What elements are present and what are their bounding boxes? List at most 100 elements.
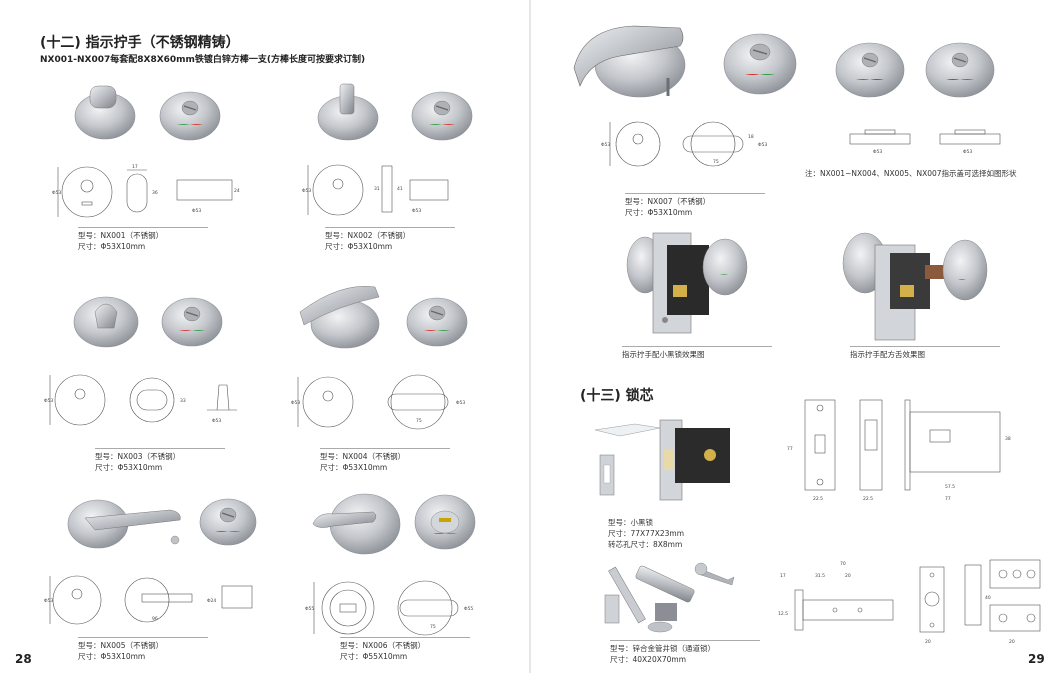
svg-text:24: 24	[234, 188, 240, 194]
svg-text:Φ53: Φ53	[44, 398, 53, 404]
nx004-drawing: Φ53 75 Φ53	[291, 374, 465, 430]
nx007-size: 尺寸：Φ53X10mm	[625, 208, 693, 217]
zinc-pipe-lock-photo	[604, 562, 735, 633]
nx002-model: 型号：NX002（不锈钢）	[325, 231, 411, 240]
svg-text:Φ24: Φ24	[207, 598, 216, 604]
svg-text:57.5: 57.5	[945, 484, 955, 490]
svg-text:77: 77	[945, 496, 951, 502]
svg-text:Φ53: Φ53	[456, 400, 465, 406]
nx005-size: 尺寸：Φ53X10mm	[78, 652, 146, 661]
effect-caption-2-text: 指示拧手配方舌效果图	[850, 350, 925, 359]
svg-text:40: 40	[985, 595, 991, 601]
left-page: (十二) 指示拧手（不锈钢精铸） NX001-NX007每套配8X8X60mm铁…	[15, 35, 476, 666]
svg-text:41: 41	[397, 186, 403, 192]
page-number-right: 29	[1028, 652, 1045, 666]
page-number-left: 28	[15, 652, 32, 666]
effect-caption-1-text: 指示拧手配小黑锁效果图	[622, 350, 705, 359]
nx002-photo	[317, 83, 473, 141]
effect-photo-square-latch	[842, 232, 988, 341]
nx003-caption: 型号：NX003（不锈钢） 尺寸：Φ53X10mm	[95, 448, 225, 473]
svg-text:75: 75	[713, 159, 719, 165]
svg-text:17: 17	[780, 573, 786, 579]
small-black-lock-size: 尺寸：77X77X23mm	[608, 529, 685, 538]
indicator-note: 注：NX001~NX004、NX005、NX007指示盖可选择如图形状	[805, 169, 1017, 178]
svg-text:12.5: 12.5	[778, 611, 788, 617]
nx001-drawing: Φ53 17 36 Φ53 24	[52, 164, 240, 218]
svg-text:96: 96	[152, 616, 158, 622]
nx006-drawing: Φ55 75 Φ55	[305, 580, 473, 636]
svg-text:Φ53: Φ53	[601, 142, 610, 148]
svg-text:36: 36	[152, 190, 158, 196]
nx007-caption: 型号：NX007（不锈钢） 尺寸：Φ53X10mm	[625, 193, 765, 218]
svg-text:18: 18	[748, 134, 754, 140]
svg-text:Φ53: Φ53	[52, 190, 61, 196]
svg-text:Φ53: Φ53	[192, 208, 201, 214]
nx001-size: 尺寸：Φ53X10mm	[78, 242, 146, 251]
nx006-model: 型号：NX006（不锈钢）	[340, 641, 426, 650]
nx003-photo	[73, 296, 223, 348]
nx006-photo	[312, 493, 476, 555]
nx004-photo	[299, 286, 468, 349]
svg-text:Φ53: Φ53	[873, 149, 882, 155]
nx004-model: 型号：NX004（不锈钢）	[320, 452, 406, 461]
effect-caption-1: 指示拧手配小黑锁效果图	[622, 346, 772, 360]
nx002-drawing: Φ53 31 41 Φ53	[302, 164, 449, 216]
zinc-pipe-lock-size: 尺寸：40X20X70mm	[610, 655, 687, 664]
small-black-lock-drawing: 77 22.5 22.5 57.5 77 38	[787, 399, 1011, 502]
effect-caption-2: 指示拧手配方舌效果图	[850, 346, 1000, 360]
nx002-caption: 型号：NX002（不锈钢） 尺寸：Φ53X10mm	[325, 227, 455, 252]
svg-text:77: 77	[787, 446, 793, 452]
nx003-model: 型号：NX003（不锈钢）	[95, 452, 181, 461]
nx005-photo	[67, 498, 257, 549]
nx004-caption: 型号：NX004（不锈钢） 尺寸：Φ53X10mm	[320, 448, 450, 473]
nx003-drawing: Φ53 33 Φ53	[44, 374, 237, 426]
svg-text:33: 33	[180, 398, 186, 404]
svg-text:20: 20	[925, 639, 931, 645]
svg-text:Φ55: Φ55	[305, 606, 314, 612]
nx004-size: 尺寸：Φ53X10mm	[320, 463, 388, 472]
nx006-size: 尺寸：Φ55X10mm	[340, 652, 408, 661]
svg-text:31: 31	[374, 186, 380, 192]
nx001-photo	[74, 85, 221, 141]
nx001-model: 型号：NX001（不锈钢）	[78, 231, 164, 240]
nx001-caption: 型号：NX001（不锈钢） 尺寸：Φ53X10mm	[78, 227, 208, 252]
svg-text:70: 70	[840, 561, 846, 567]
svg-text:75: 75	[430, 624, 436, 630]
svg-text:31.5: 31.5	[815, 573, 825, 579]
small-black-lock-caption: 型号：小黑锁 尺寸：77X77X23mm 转芯孔尺寸：8X8mm	[608, 517, 684, 550]
nx007-model: 型号：NX007（不锈钢）	[625, 197, 711, 206]
svg-text:20: 20	[1009, 639, 1015, 645]
nx005-model: 型号：NX005（不锈钢）	[78, 641, 164, 650]
svg-text:17: 17	[132, 164, 138, 170]
section-title-12: (十二) 指示拧手（不锈钢精铸）	[40, 35, 240, 51]
zinc-pipe-lock-caption: 型号：锌合金管井锁（通道锁） 尺寸：40X20X70mm	[610, 640, 760, 665]
small-black-lock-spindle: 转芯孔尺寸：8X8mm	[608, 540, 683, 549]
page-spine	[529, 0, 531, 673]
svg-text:Φ53: Φ53	[44, 598, 53, 604]
effect-photo-small-black-lock	[626, 232, 748, 334]
section-subtitle: NX001-NX007每套配8X8X60mm铁镀白锌方棒一支(方棒长度可按要求订…	[40, 55, 366, 65]
svg-text:Φ53: Φ53	[963, 149, 972, 155]
indicator-cover-drawings: Φ53 Φ53	[849, 129, 1001, 155]
svg-text:Φ55: Φ55	[464, 606, 473, 612]
svg-text:75: 75	[416, 418, 422, 424]
svg-text:Φ53: Φ53	[758, 142, 767, 148]
svg-text:38: 38	[1005, 436, 1011, 442]
nx003-size: 尺寸：Φ53X10mm	[95, 463, 163, 472]
nx007-photo	[573, 25, 797, 98]
small-black-lock-model: 型号：小黑锁	[608, 518, 653, 527]
nx002-size: 尺寸：Φ53X10mm	[325, 242, 393, 251]
nx005-drawing: Φ53 96 Φ24	[44, 575, 253, 625]
section-title-13: (十三) 锁芯	[580, 388, 654, 404]
svg-text:Φ53: Φ53	[291, 400, 300, 406]
svg-text:Φ53: Φ53	[302, 188, 311, 194]
svg-text:22.5: 22.5	[813, 496, 823, 502]
nx006-caption: 型号：NX006（不锈钢） 尺寸：Φ55X10mm	[340, 637, 470, 662]
svg-text:Φ53: Φ53	[412, 208, 421, 214]
svg-text:22.5: 22.5	[863, 496, 873, 502]
indicator-cover-photos	[835, 42, 995, 98]
nx005-caption: 型号：NX005（不锈钢） 尺寸：Φ53X10mm	[78, 637, 208, 662]
svg-text:Φ53: Φ53	[212, 418, 221, 424]
